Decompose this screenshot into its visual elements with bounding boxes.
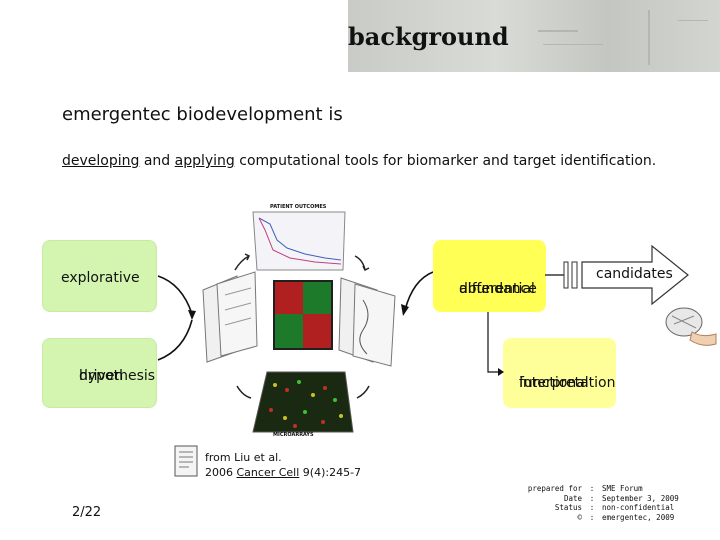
right-panels [338, 277, 396, 367]
footer-row: ©:emergentec, 2009 [577, 512, 675, 522]
differential-line1: differential [459, 281, 535, 297]
explorative-box: explorative [42, 240, 157, 312]
citation-line1: from Liu et al. [205, 451, 282, 464]
header-texture [348, 0, 720, 72]
hand-disc-icon [665, 307, 717, 346]
candidates-label: candidates [596, 266, 673, 282]
diff-to-functional-connector [487, 312, 504, 376]
left-connector-arrows [157, 275, 196, 361]
citation-line2: 2006 Cancer Cell 9(4):245-7 [205, 465, 361, 480]
right-connector-arrow [401, 271, 434, 316]
patient-outcomes-label: PATIENT OUTCOMES [270, 204, 327, 210]
figure-arrows [234, 253, 370, 399]
footer-row: Status:non-confidential [554, 503, 675, 512]
document-icon [174, 445, 198, 477]
diff-to-candidates-connector [545, 274, 565, 276]
tagline: developing and applying computational to… [62, 153, 656, 169]
microarray-panel [252, 371, 354, 433]
candidates-arrow-icon [563, 244, 689, 306]
tagline-rest: computational tools for biomarker and ta… [234, 153, 657, 169]
hypothesis-line1: hypothesis [79, 368, 156, 384]
subtitle: emergentec biodevelopment is [62, 104, 343, 125]
expression-heatmap [273, 280, 333, 350]
footer-info: prepared for:SME Forum Date:September 3,… [514, 484, 702, 522]
citation-year: 2006 [205, 466, 237, 479]
footer-row: prepared for:SME Forum [527, 484, 643, 493]
tagline-developing: developing [62, 153, 140, 169]
footer-row: Date:September 3, 2009 [563, 493, 679, 503]
microarray-figure [202, 211, 396, 433]
microarrays-label: MICROARRAYS [273, 432, 314, 438]
tagline-applying: applying [174, 153, 235, 169]
citation-journal-link[interactable]: Cancer Cell [236, 466, 300, 479]
explorative-label: explorative [61, 270, 140, 286]
functional-line2: interpretation [519, 375, 616, 391]
slide-title: background [348, 22, 509, 51]
differential-line2: abundance [459, 281, 537, 297]
citation-ref: 9(4):245-7 [299, 466, 362, 479]
hypothesis-line2: driven [79, 368, 124, 384]
patient-outcomes-panel [252, 211, 346, 271]
tagline-and: and [139, 153, 175, 169]
slide-number: 2/22 [72, 505, 102, 520]
citation: from Liu et al. 2006 Cancer Cell 9(4):24… [205, 450, 361, 480]
left-panels [202, 271, 258, 363]
functional-line1: functional [519, 375, 589, 391]
